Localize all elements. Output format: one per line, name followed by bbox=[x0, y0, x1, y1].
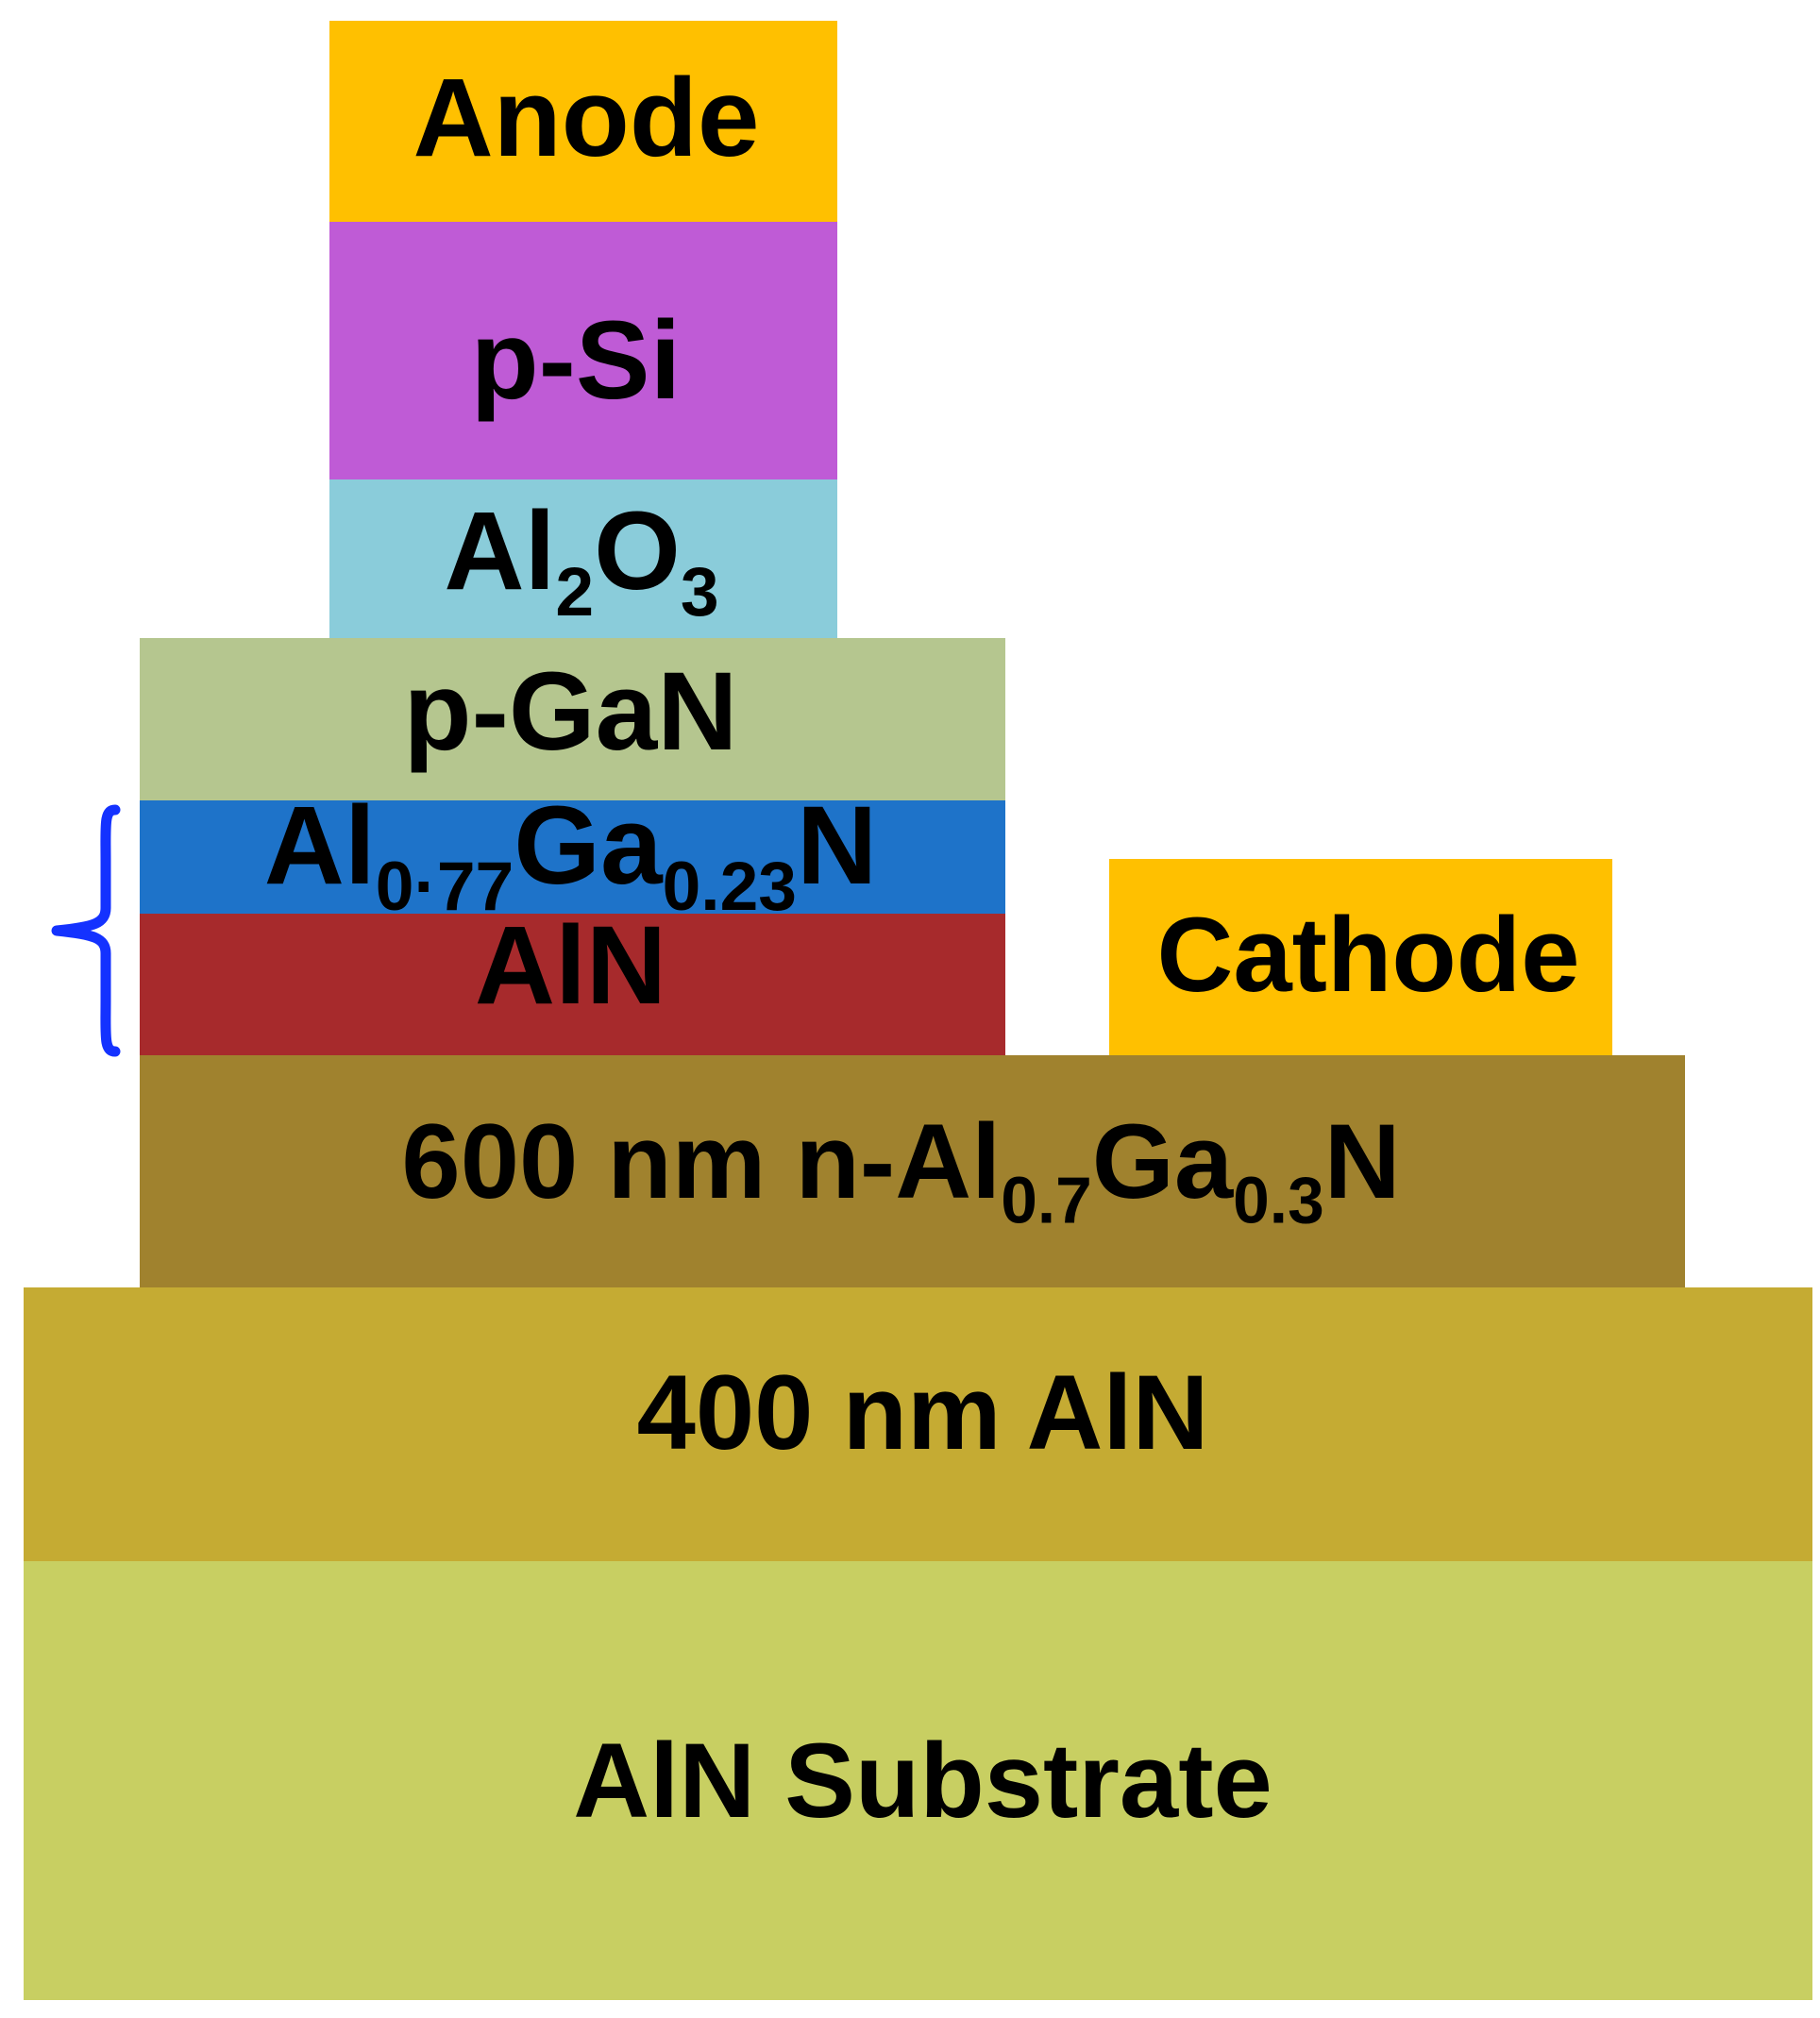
al2o3-layer: Al2O3 bbox=[329, 479, 837, 638]
p-si-label: p-Si bbox=[470, 297, 682, 423]
aln-thin-label: AlN bbox=[474, 903, 667, 1028]
n-algan-label: 600 nm n-Al0.7Ga0.3N bbox=[401, 1102, 1401, 1237]
curly-brace-icon bbox=[51, 804, 121, 1057]
p-gan-layer: p-GaN bbox=[140, 638, 1005, 800]
aln-substrate-label: AlN Substrate bbox=[573, 1721, 1272, 1840]
algan-077-label: Al0·77Ga0.23N bbox=[263, 783, 878, 925]
aln-substrate-layer: AlN Substrate bbox=[24, 1561, 1812, 2000]
aln-thin-layer: AlN bbox=[140, 910, 1005, 1055]
al2o3-label: Al2O3 bbox=[444, 489, 719, 631]
aln-400nm-layer: 400 nm AlN bbox=[24, 1287, 1812, 1561]
algan-077-layer: Al0·77Ga0.23N bbox=[140, 790, 1005, 920]
aln-400nm-label: 400 nm AlN bbox=[636, 1354, 1209, 1471]
n-algan-layer: 600 nm n-Al0.7Ga0.3N bbox=[140, 1055, 1685, 1287]
p-si-layer: p-Si bbox=[329, 222, 837, 479]
p-gan-label: p-GaN bbox=[403, 649, 738, 774]
cathode-layer: Cathode bbox=[1109, 859, 1612, 1055]
cathode-label: Cathode bbox=[1156, 896, 1580, 1014]
anode-layer: Anode bbox=[329, 21, 837, 222]
brace-path bbox=[51, 804, 121, 1057]
anode-label: Anode bbox=[413, 55, 760, 180]
